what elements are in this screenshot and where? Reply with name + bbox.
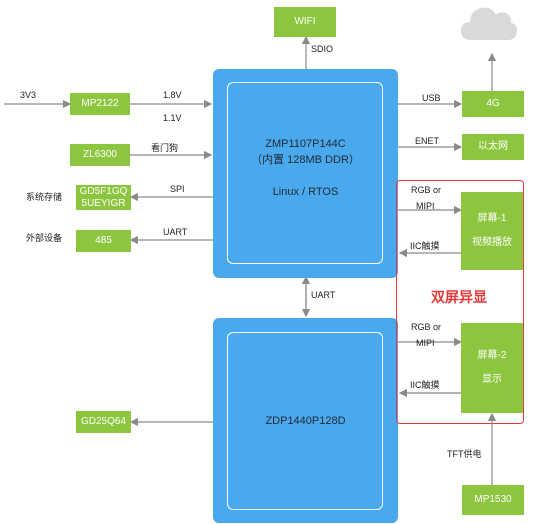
main-chip-model: ZMP1107P144C <box>265 138 346 150</box>
rs485-block: 485 <box>76 230 131 252</box>
screen2-title: 屏幕-2 <box>477 350 507 361</box>
main-chip-memory: （内置 128MB DDR） <box>251 154 360 166</box>
gd25q64-block: GD25Q64 <box>76 411 131 433</box>
screen1-block: 屏幕-1 视频播放 <box>461 192 523 270</box>
label-3v3: 3V3 <box>20 90 37 100</box>
label-1v8: 1.8V <box>163 90 182 100</box>
main-chip-os: Linux / RTOS <box>272 186 339 198</box>
label-enet: ENET <box>415 136 440 146</box>
mp2122-block: MP2122 <box>70 93 130 115</box>
flash-line2: 5UEYIGR <box>81 197 126 209</box>
label-sdio: SDIO <box>311 44 334 54</box>
secondary-chip-inner <box>227 332 383 510</box>
screen1-desc: 视频播放 <box>472 237 512 248</box>
screen1-title: 屏幕-1 <box>477 213 507 224</box>
label-iic-2: IIC触摸 <box>410 380 440 390</box>
flash-line1: GD5F1GQ <box>79 185 128 197</box>
main-chip: ZMP1107P144C （内置 128MB DDR） Linux / RTOS <box>213 69 398 278</box>
label-iic-1: IIC触摸 <box>410 241 440 251</box>
wifi-block: WIFI <box>274 7 336 37</box>
label-mipi-1: MIPI <box>416 201 435 211</box>
cloud-icon <box>460 7 518 40</box>
label-mipi-2: MIPI <box>416 338 435 348</box>
screen2-block: 屏幕-2 显示 <box>461 323 523 413</box>
label-storage: 系统存储 <box>26 192 63 202</box>
secondary-chip: ZDP1440P128D <box>213 318 398 523</box>
label-1v1: 1.1V <box>163 113 182 123</box>
g4-block: 4G <box>462 91 524 117</box>
main-chip-inner <box>227 82 383 264</box>
mp1530-block: MP1530 <box>462 485 524 515</box>
label-uart-chip: UART <box>311 290 336 300</box>
flash-block: GD5F1GQ 5UEYIGR <box>76 185 131 210</box>
secondary-chip-model: ZDP1440P128D <box>265 415 346 427</box>
label-spi: SPI <box>170 184 185 194</box>
zl6300-block: ZL6300 <box>70 144 130 166</box>
label-watchdog: 看门狗 <box>151 143 179 153</box>
dual-screen-label: 双屏异显 <box>431 289 487 305</box>
label-uart-485: UART <box>163 227 188 237</box>
label-rgb-2: RGB or <box>411 322 442 332</box>
label-usb: USB <box>422 93 441 103</box>
label-peripheral: 外部设备 <box>26 233 63 243</box>
screen2-desc: 显示 <box>482 374 502 385</box>
label-tft-power: TFT供电 <box>447 449 482 459</box>
ethernet-block: 以太网 <box>462 134 524 160</box>
label-rgb-1: RGB or <box>411 185 442 195</box>
dual-screen-frame <box>396 180 524 424</box>
